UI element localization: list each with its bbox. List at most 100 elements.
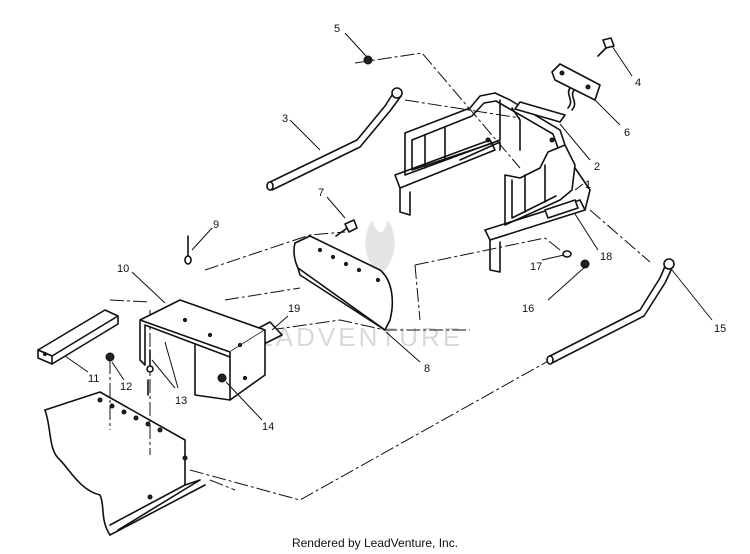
part-4-bolt bbox=[597, 37, 615, 57]
leader-18 bbox=[574, 213, 599, 251]
flap-hole-2 bbox=[330, 254, 336, 260]
callout-9: 9 bbox=[213, 219, 219, 231]
callout-1: 1 bbox=[585, 179, 591, 191]
leader-lines bbox=[64, 32, 713, 421]
flap-8-edge bbox=[297, 267, 386, 331]
callout-8: 8 bbox=[424, 363, 430, 375]
frame-left-foot bbox=[399, 187, 411, 216]
phantom-line-rod-3 bbox=[404, 99, 521, 119]
phantom-line-flap-8 bbox=[269, 319, 470, 331]
bracket-10-left-side bbox=[139, 320, 146, 366]
latch-hole-2 bbox=[585, 84, 591, 90]
footer-credit: Rendered by LeadVenture, Inc. bbox=[291, 536, 459, 550]
phantom-line-deck bbox=[209, 479, 236, 491]
rod-15-eye bbox=[663, 258, 675, 270]
frame-hole-1 bbox=[485, 137, 491, 143]
frame-right-foot bbox=[489, 239, 501, 273]
leader-5 bbox=[344, 32, 367, 57]
frame-lip bbox=[117, 479, 201, 531]
flap-hole-4 bbox=[356, 267, 362, 273]
frame-top-rail-inner bbox=[411, 100, 559, 149]
callout-15: 15 bbox=[714, 323, 726, 335]
tractor-frame-section bbox=[44, 391, 206, 536]
callout-19: 19 bbox=[288, 303, 300, 315]
callout-14: 14 bbox=[262, 421, 274, 433]
frame-top-edge bbox=[44, 391, 186, 441]
phantom-line-rod-15-lower bbox=[189, 359, 551, 501]
part-9-pin bbox=[184, 235, 192, 265]
frame-left-loop bbox=[404, 99, 501, 176]
bracket-hole-2 bbox=[207, 332, 213, 338]
part-6-latch-plate bbox=[551, 63, 601, 111]
bar-11-side bbox=[51, 315, 119, 365]
phantom-line-frame-drop bbox=[414, 264, 421, 321]
callout-11: 11 bbox=[88, 373, 99, 385]
part-11-bar bbox=[37, 309, 119, 365]
callout-17: 17 bbox=[530, 261, 542, 273]
part-17-washer bbox=[562, 250, 572, 258]
leader-17 bbox=[541, 254, 565, 261]
leader-10 bbox=[131, 271, 166, 304]
leader-4 bbox=[611, 45, 633, 77]
frame-left-base-plate bbox=[394, 139, 496, 189]
part-10-mounting-bracket bbox=[139, 299, 266, 401]
callout-18: 18 bbox=[600, 251, 612, 263]
part-7-bolt bbox=[335, 219, 358, 237]
frame-hole-d bbox=[133, 415, 139, 421]
leader-11 bbox=[64, 355, 89, 373]
callout-6: 6 bbox=[624, 127, 630, 139]
rod-15-body bbox=[547, 263, 667, 358]
part-2-bracket bbox=[514, 101, 566, 123]
leader-1 bbox=[574, 183, 584, 191]
frame-hole-g bbox=[182, 455, 188, 461]
rod-15-body-edge bbox=[551, 267, 673, 364]
phantom-line-bar-11 bbox=[109, 299, 151, 303]
frame-hole-e bbox=[145, 421, 151, 427]
callout-4: 4 bbox=[635, 77, 641, 89]
bracket-hole-4 bbox=[242, 375, 248, 381]
bracket-hole-3 bbox=[237, 342, 243, 348]
part-13-bolts bbox=[146, 349, 154, 396]
leader-9 bbox=[191, 227, 213, 251]
leader-14 bbox=[225, 381, 263, 421]
part-8-flap bbox=[293, 235, 394, 331]
frame-top-rail bbox=[404, 92, 566, 146]
rod-3-body-edge bbox=[271, 95, 402, 191]
rod-15-end bbox=[546, 355, 554, 365]
frame-hole-h bbox=[147, 494, 153, 500]
frame-hole-b bbox=[109, 403, 115, 409]
rod-3-end bbox=[266, 181, 274, 191]
rod-3-eye bbox=[391, 87, 403, 99]
rod-3-body bbox=[267, 91, 395, 184]
part-3-hitch-rod bbox=[266, 87, 403, 191]
phantom-lines bbox=[109, 52, 651, 501]
latch-hole-1 bbox=[559, 70, 565, 76]
callout-13: 13 bbox=[175, 395, 187, 407]
frame-gusset-right bbox=[574, 167, 591, 211]
frame-gusset-left bbox=[459, 141, 501, 161]
callout-10: 10 bbox=[117, 263, 129, 275]
flap-hole-5 bbox=[375, 277, 381, 283]
phantom-line-bracket-10 bbox=[224, 287, 301, 301]
flap-hole-1 bbox=[317, 247, 323, 253]
pin-9-head bbox=[184, 255, 192, 265]
frame-center-post bbox=[511, 107, 521, 151]
leader-15 bbox=[671, 269, 713, 321]
phantom-line-rod-15 bbox=[589, 209, 651, 263]
part-1-hitch-frame bbox=[394, 92, 591, 273]
callout-12: 12 bbox=[120, 381, 132, 393]
frame-hole-f bbox=[157, 427, 163, 433]
phantom-line-frame bbox=[414, 237, 561, 266]
callout-2: 2 bbox=[594, 161, 600, 173]
bracket-10-inner bbox=[194, 344, 231, 401]
leader-3 bbox=[289, 119, 321, 151]
leader-13 bbox=[151, 341, 179, 389]
phantom-line-nut-5 bbox=[354, 52, 521, 169]
bolt-13-a-head bbox=[146, 365, 154, 373]
frame-left-loop-inner bbox=[411, 139, 494, 171]
leader-6 bbox=[594, 99, 621, 126]
callout-labels: 1 2 3 4 5 6 7 8 9 10 11 12 13 14 15 16 1… bbox=[88, 23, 726, 433]
bar-11-hole bbox=[42, 351, 48, 357]
